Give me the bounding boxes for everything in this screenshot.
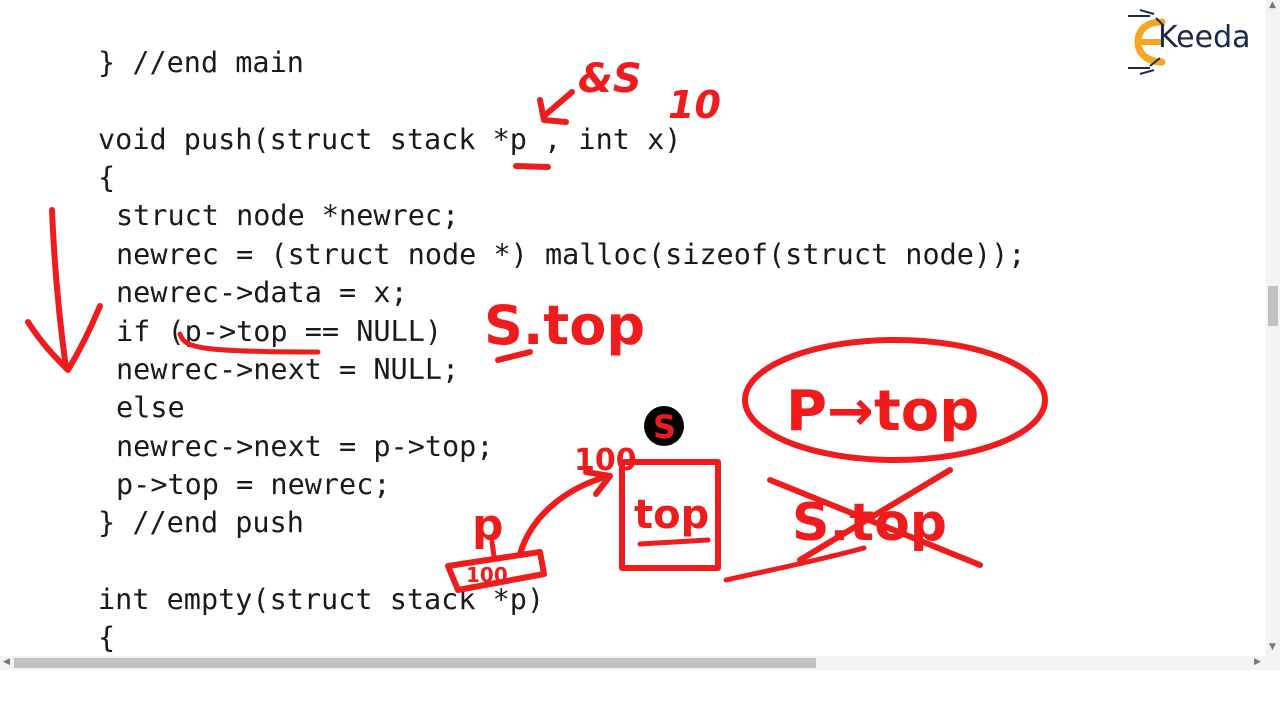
code-line-6: newrec = (struct node *) malloc(sizeof(s…	[116, 238, 1026, 271]
code-editor[interactable]: } //end main void push(struct stack *p ,…	[0, 0, 1266, 656]
horizontal-scroll-thumb[interactable]	[14, 658, 816, 668]
code-line-1: } //end main	[98, 46, 304, 79]
ekeeda-logo	[1120, 6, 1270, 78]
scrollbar-corner	[1266, 656, 1280, 670]
scroll-down-icon[interactable]: ▼	[1269, 642, 1276, 652]
scroll-up-icon[interactable]: ▲	[1269, 0, 1276, 10]
vertical-scrollbar[interactable]: ▲ ▼	[1266, 0, 1280, 656]
code-line-11: newrec->next = p->top;	[116, 430, 494, 463]
logo-text: Keeda	[1158, 20, 1251, 55]
code-line-9: newrec->next = NULL;	[116, 353, 460, 386]
code-line-3: void push(struct stack *p , int x)	[98, 123, 682, 156]
horizontal-scrollbar[interactable]: ◀ ▶	[0, 656, 1266, 670]
code-line-15: int empty(struct stack *p)	[98, 583, 545, 616]
code-line-12: p->top = newrec;	[116, 468, 391, 501]
code-line-4: {	[98, 161, 116, 194]
vertical-scroll-thumb[interactable]	[1268, 286, 1278, 326]
code-line-7: newrec->data = x;	[116, 276, 408, 309]
code-line-8: if (p->top == NULL)	[116, 315, 443, 348]
code-line-13: } //end push	[98, 506, 304, 539]
code-line-10: else	[116, 391, 185, 424]
scroll-right-icon[interactable]: ▶	[1254, 657, 1261, 667]
code-line-16: {	[98, 621, 116, 654]
logo-mark	[1128, 9, 1166, 75]
code-line-5: struct node *newrec;	[116, 199, 460, 232]
bottom-blank-area	[0, 670, 1280, 720]
scroll-left-icon[interactable]: ◀	[3, 657, 10, 667]
